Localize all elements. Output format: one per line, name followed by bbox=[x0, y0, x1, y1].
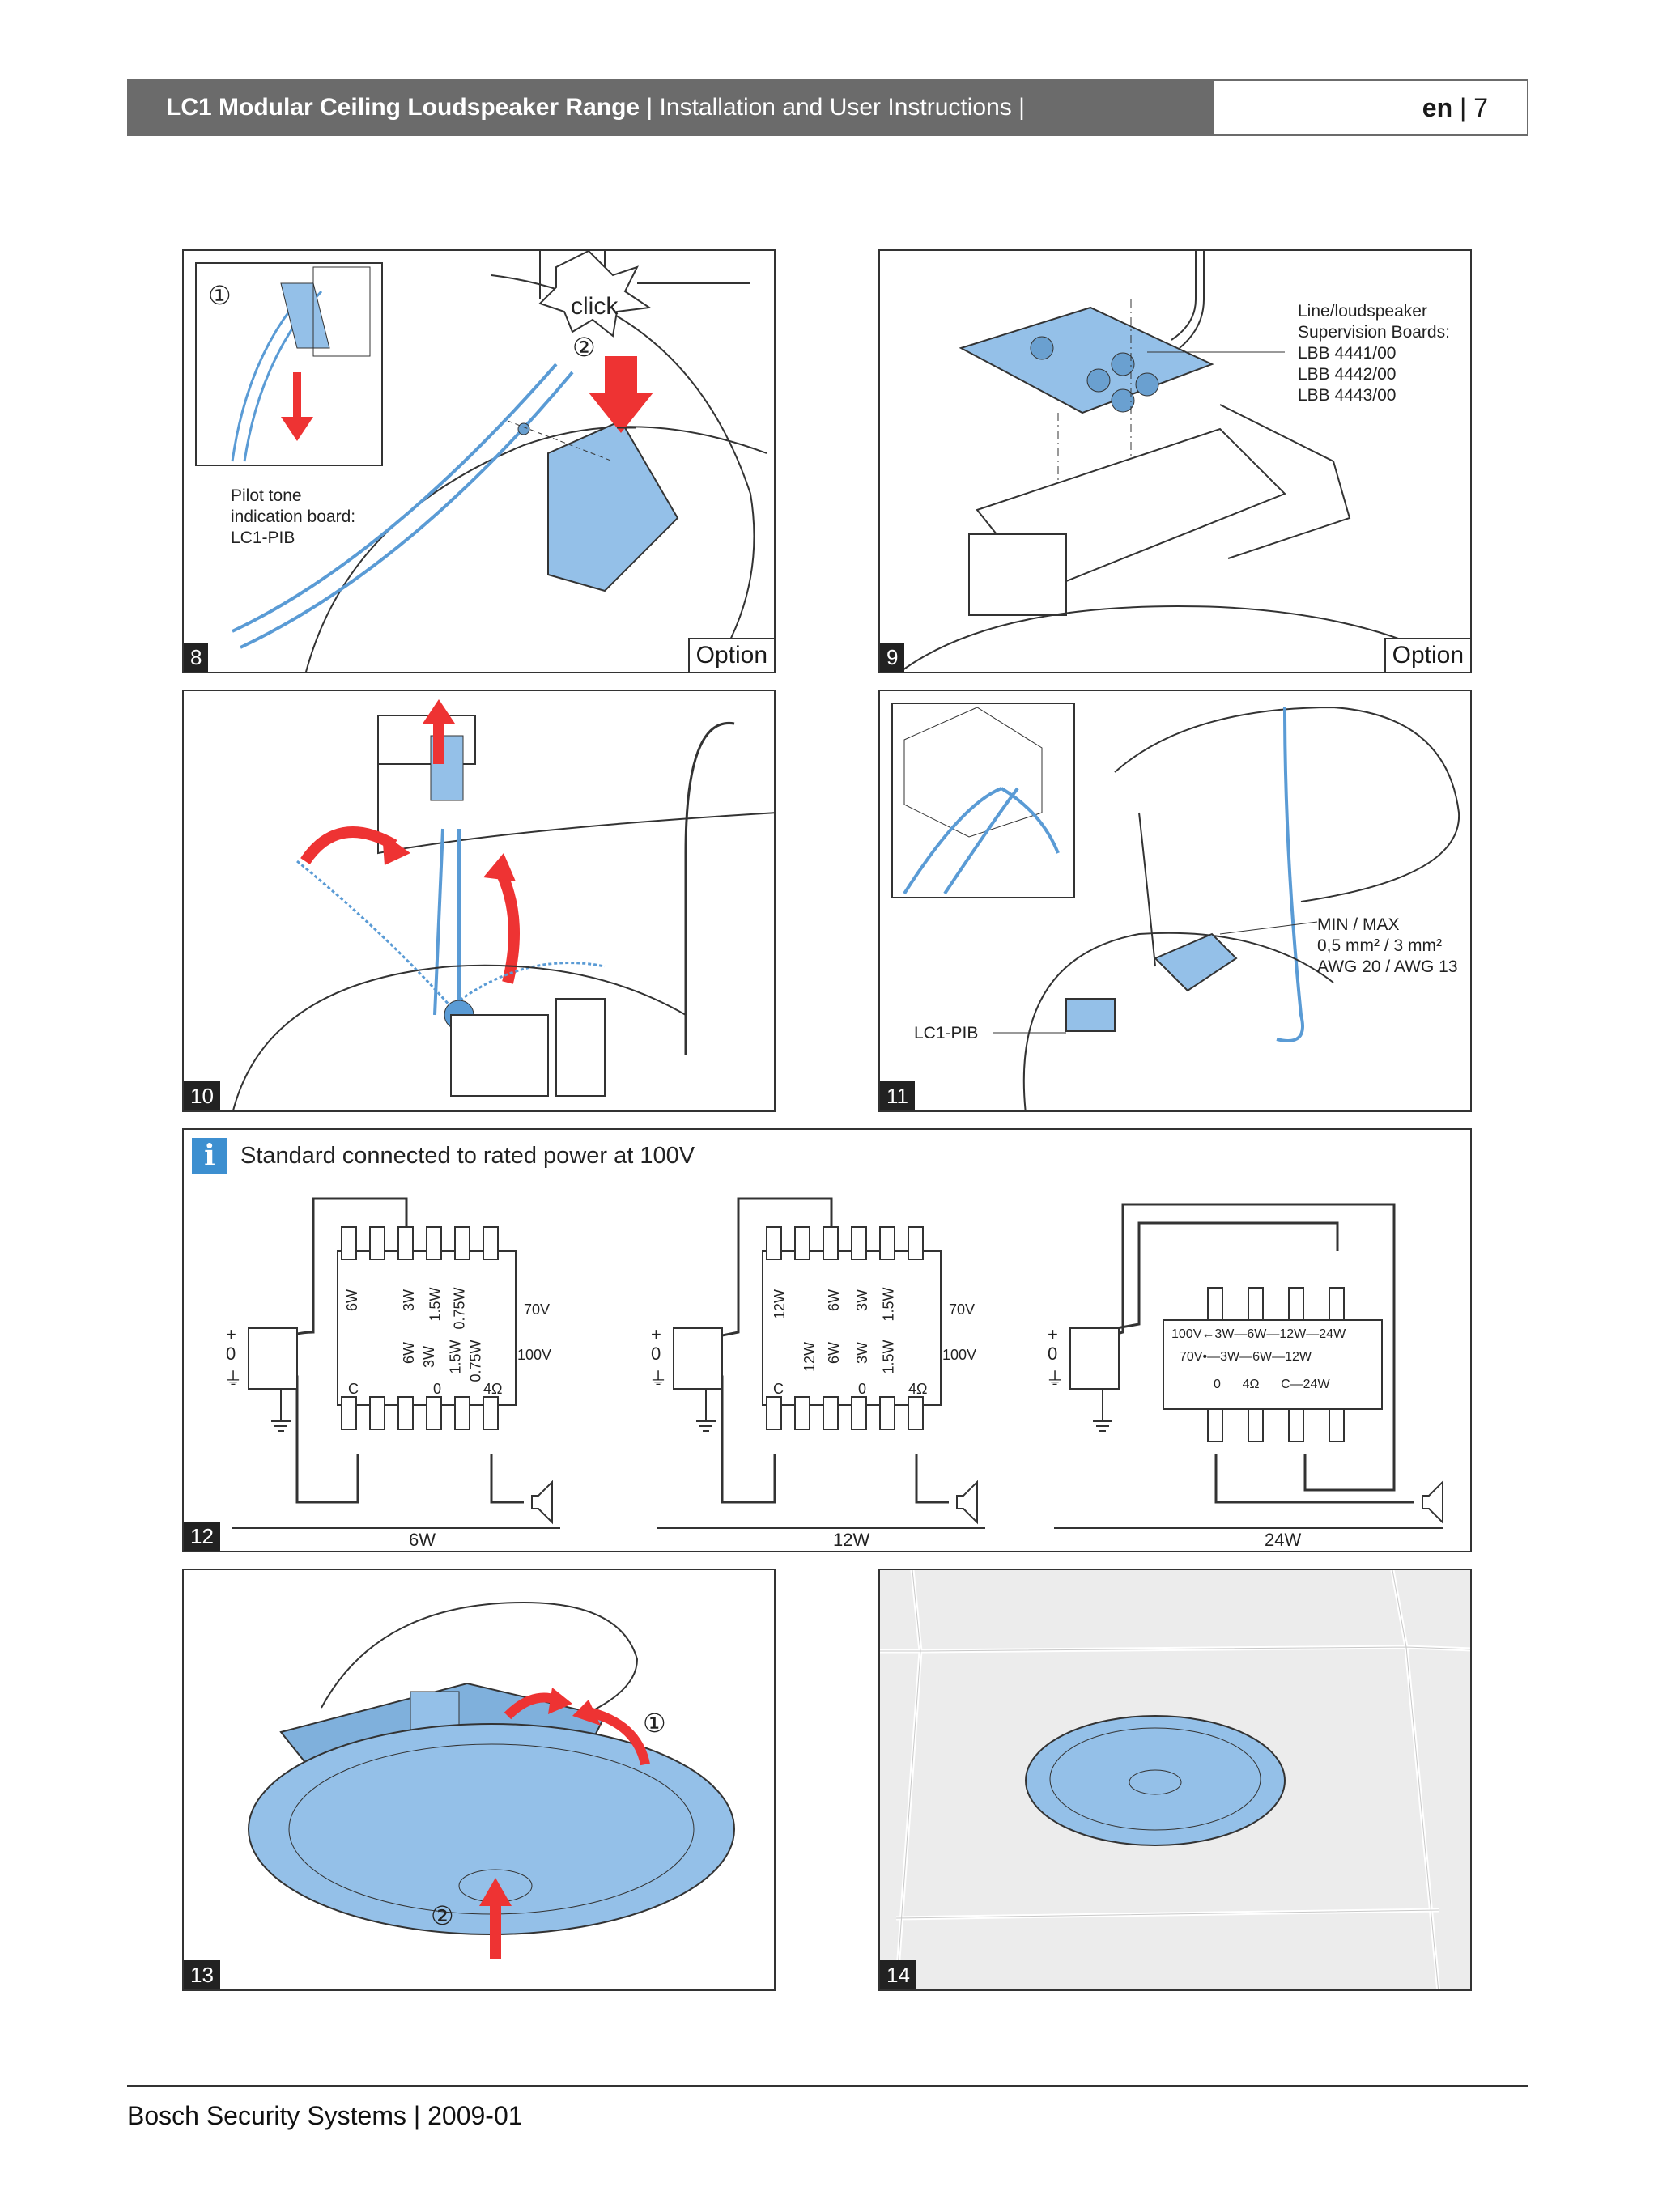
common-label: C bbox=[773, 1381, 784, 1397]
figure-14: 14 bbox=[878, 1569, 1472, 1991]
terminal-zero: 0 bbox=[1048, 1344, 1058, 1364]
spring-clip-illustration bbox=[232, 699, 774, 1110]
terminal-plus: + bbox=[651, 1324, 661, 1344]
wiring-schematics bbox=[232, 1197, 1443, 1529]
voltage-100v: 100V bbox=[942, 1347, 977, 1363]
tap-label: 0.75W bbox=[451, 1287, 468, 1330]
tap-label: 1.5W bbox=[880, 1287, 897, 1322]
figure-10: 10 bbox=[182, 690, 776, 1112]
figure-9: Line/loudspeaker Supervision Boards: LBB… bbox=[878, 249, 1472, 673]
tap-label: 1.5W bbox=[427, 1287, 444, 1322]
pilot-board-illustration: — bbox=[195, 251, 767, 672]
terminal-ground: ⏚ bbox=[649, 1369, 668, 1389]
tap-label: 3W bbox=[854, 1289, 870, 1311]
figure-13: ① ② 13 bbox=[182, 1569, 776, 1991]
caption-12w: 12W bbox=[833, 1530, 870, 1550]
figure-number: 10 bbox=[184, 1081, 220, 1110]
page-header: LC1 Modular Ceiling Loudspeaker Range | … bbox=[127, 79, 1528, 136]
step-2-marker: ② bbox=[431, 1901, 454, 1930]
supervision-board-label: Line/loudspeaker Supervision Boards: LBB… bbox=[1298, 302, 1450, 405]
figure-8: — ① click ② Pilot tone indication board:… bbox=[182, 249, 776, 673]
tap-label: 3W bbox=[421, 1346, 437, 1368]
tap-label: 3W bbox=[401, 1289, 417, 1311]
tap-label: 1.5W bbox=[880, 1340, 897, 1374]
option-badge: Option bbox=[687, 638, 774, 672]
svg-text:—: — bbox=[617, 416, 636, 438]
terminal-zero: 0 bbox=[651, 1344, 661, 1364]
figure-number: 13 bbox=[184, 1960, 220, 1989]
common-label: C bbox=[348, 1381, 359, 1397]
terminal-ground: ⏚ bbox=[224, 1369, 243, 1389]
terminal-plus: + bbox=[226, 1324, 236, 1344]
terminal-plus: + bbox=[1048, 1324, 1058, 1344]
tap-label: 12W bbox=[801, 1341, 818, 1373]
header-title-bar: LC1 Modular Ceiling Loudspeaker Range | … bbox=[127, 79, 1212, 136]
tap-label: 6W bbox=[344, 1289, 360, 1311]
figure-number: 11 bbox=[880, 1081, 915, 1110]
tap-label: 3W bbox=[854, 1342, 870, 1364]
schematic-24w bbox=[1054, 1203, 1443, 1529]
tap-label: 6W bbox=[826, 1342, 842, 1364]
figure-number: 14 bbox=[880, 1960, 916, 1989]
click-label: click bbox=[571, 293, 619, 320]
figure-11: MIN / MAX 0,5 mm² / 3 mm² AWG 20 / AWG 1… bbox=[878, 690, 1472, 1112]
wiring-connector-illustration bbox=[891, 703, 1460, 1110]
schematic-12w bbox=[657, 1197, 985, 1529]
step-1-marker: ① bbox=[643, 1709, 666, 1738]
tap-row-70v: 70V•—3W—6W—12W bbox=[1180, 1350, 1312, 1364]
step-2-marker: ② bbox=[572, 333, 596, 362]
ohm-label: 4Ω bbox=[908, 1381, 928, 1397]
supervision-board-illustration bbox=[899, 251, 1470, 672]
grille-mount-illustration bbox=[248, 1601, 735, 1959]
zero-label: 0 bbox=[858, 1381, 867, 1397]
voltage-70v: 70V bbox=[524, 1301, 551, 1318]
terminal-zero: 0 bbox=[226, 1344, 236, 1364]
tap-label: 0.75W bbox=[467, 1340, 484, 1382]
tap-label: 6W bbox=[826, 1289, 842, 1311]
doc-title: LC1 Modular Ceiling Loudspeaker Range bbox=[166, 94, 640, 121]
caption-6w: 6W bbox=[409, 1530, 436, 1550]
info-icon: i bbox=[192, 1138, 227, 1174]
tap-label: 1.5W bbox=[447, 1340, 464, 1374]
doc-subtitle: | Installation and User Instructions | bbox=[640, 94, 1025, 121]
figure-number: 8 bbox=[184, 643, 209, 672]
header-page-box: en | 7 bbox=[1212, 79, 1528, 136]
ohm-label: 4Ω bbox=[483, 1381, 503, 1397]
zero-label: 0 bbox=[433, 1381, 442, 1397]
tap-row-common: 0 4Ω C—24W bbox=[1214, 1378, 1330, 1391]
step-1-marker: ① bbox=[208, 281, 232, 310]
tap-label: 6W bbox=[401, 1342, 417, 1364]
voltage-70v: 70V bbox=[949, 1301, 976, 1318]
ceiling-mounted-speaker-illustration bbox=[880, 1570, 1470, 1989]
figure-number: 9 bbox=[880, 643, 905, 672]
caption-24w: 24W bbox=[1265, 1530, 1302, 1550]
page-number: | 7 bbox=[1452, 93, 1488, 122]
language-code: en bbox=[1422, 93, 1453, 122]
option-badge: Option bbox=[1384, 638, 1470, 672]
terminal-ground: ⏚ bbox=[1046, 1369, 1065, 1389]
voltage-100v: 100V bbox=[517, 1347, 552, 1363]
figure-12-wiring-diagrams: i Standard connected to rated power at 1… bbox=[182, 1128, 1472, 1552]
pib-label: LC1-PIB bbox=[914, 1024, 979, 1042]
schematic-6w bbox=[232, 1197, 560, 1529]
tap-row-100v: 100V←3W—6W—12W—24W bbox=[1171, 1327, 1346, 1341]
figure-number: 12 bbox=[184, 1522, 220, 1551]
tap-label: 12W bbox=[772, 1289, 789, 1320]
page-footer: Bosch Security Systems | 2009-01 bbox=[127, 2101, 523, 2130]
info-text: Standard connected to rated power at 100… bbox=[240, 1143, 695, 1169]
footer-rule bbox=[127, 2085, 1528, 2087]
wire-gauge-label: MIN / MAX 0,5 mm² / 3 mm² AWG 20 / AWG 1… bbox=[1317, 915, 1458, 976]
pilot-board-label: Pilot tone indication board: LC1-PIB bbox=[231, 486, 356, 547]
